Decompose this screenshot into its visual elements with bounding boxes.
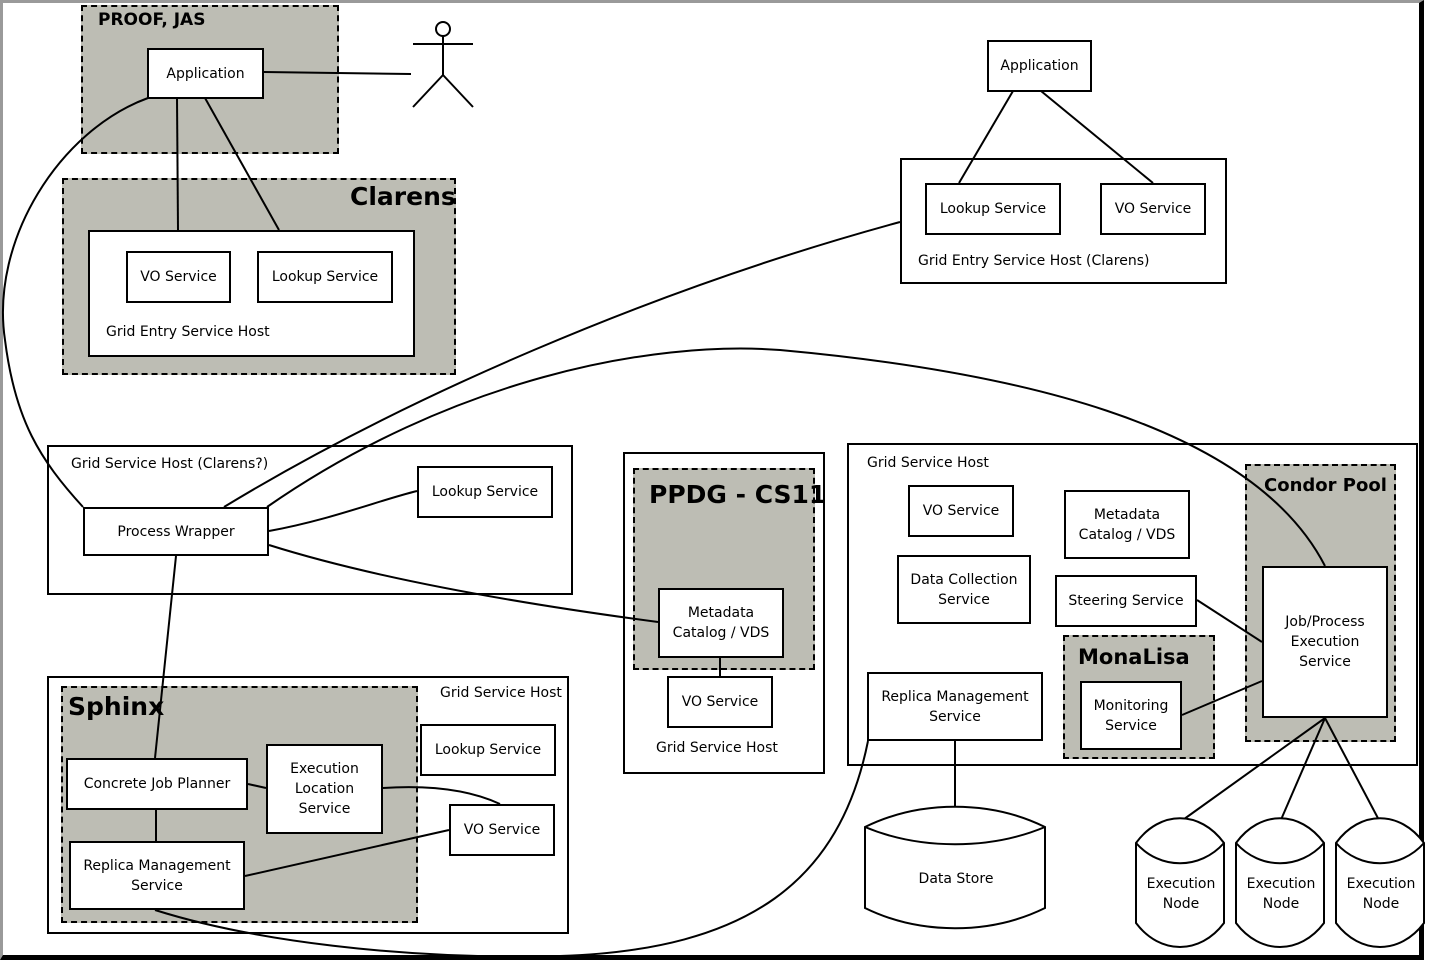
- steering-service[interactable]: Steering Service: [1055, 575, 1197, 627]
- job-node2-link: [1279, 717, 1326, 823]
- replica-replica-curve: [154, 740, 869, 958]
- lookup-service-sphinx[interactable]: Lookup Service: [420, 724, 556, 776]
- user-actor-icon[interactable]: [412, 21, 474, 108]
- wrapper-lookup-link: [268, 490, 418, 532]
- execution-node-label-3: Execution Node: [1346, 876, 1416, 912]
- vo-service-clarens[interactable]: VO Service: [126, 251, 231, 303]
- right-app-vo-link: [1040, 90, 1154, 184]
- replica-management-service-main[interactable]: Replica Management Service: [867, 672, 1043, 741]
- vo-service-ppdg[interactable]: VO Service: [667, 676, 773, 728]
- concrete-job-planner[interactable]: Concrete Job Planner: [66, 758, 248, 810]
- monitoring-job-link: [1181, 680, 1263, 716]
- job-node1-link: [1179, 717, 1326, 823]
- vo-service-main[interactable]: VO Service: [908, 485, 1014, 537]
- metadata-catalog-main[interactable]: Metadata Catalog / VDS: [1064, 490, 1190, 559]
- grid-service-host-main-label: Grid Service Host: [867, 455, 989, 471]
- monitoring-service[interactable]: Monitoring Service: [1080, 681, 1182, 750]
- planner-exec-location-link: [247, 783, 267, 789]
- ppdg-cs11-title: PPDG - CS11: [649, 480, 827, 509]
- execution-node-cylinder-1[interactable]: [1135, 817, 1225, 948]
- application-box-right[interactable]: Application: [987, 40, 1092, 92]
- data-store-cylinder[interactable]: [864, 805, 1046, 930]
- vo-service-sphinx[interactable]: VO Service: [449, 804, 555, 856]
- app-vo-link: [176, 97, 179, 231]
- lookup-service-wrapper[interactable]: Lookup Service: [417, 466, 553, 518]
- execution-node-label-2: Execution Node: [1246, 876, 1316, 912]
- app-lookup-link: [204, 97, 280, 231]
- execution-node-cylinder-3[interactable]: [1335, 817, 1425, 948]
- execution-node-label-1: Execution Node: [1146, 876, 1216, 912]
- execution-location-service[interactable]: Execution Location Service: [266, 744, 383, 834]
- grid-entry-host-clarens-label: Grid Entry Service Host (Clarens): [918, 253, 1150, 269]
- job-process-execution-service[interactable]: Job/Process Execution Service: [1262, 566, 1388, 718]
- proof-jas-package: [81, 5, 339, 154]
- wrapper-metadata-link: [268, 544, 659, 623]
- execution-node-cylinder-2[interactable]: [1235, 817, 1325, 948]
- monalisa-title: MonaLisa: [1078, 645, 1190, 669]
- sphinx-title: Sphinx: [68, 692, 165, 721]
- data-store-label: Data Store: [918, 871, 994, 887]
- wrapper-job-curve: [266, 347, 1326, 567]
- job-node3-link: [1324, 717, 1381, 823]
- grid-service-host-ppdg-label: Grid Service Host: [656, 740, 778, 756]
- app-process-wrapper-curve: [2, 97, 149, 508]
- vo-service-right[interactable]: VO Service: [1100, 183, 1206, 235]
- steering-job-link: [1196, 599, 1263, 643]
- replica-management-service-sphinx[interactable]: Replica Management Service: [69, 841, 245, 910]
- app-actor-link: [263, 71, 412, 75]
- actor-head: [435, 21, 451, 37]
- actor-right-leg: [442, 74, 474, 108]
- metadata-catalog-ppdg[interactable]: Metadata Catalog / VDS: [658, 588, 784, 658]
- lookup-service-right[interactable]: Lookup Service: [925, 183, 1061, 235]
- grid-entry-host-label: Grid Entry Service Host: [106, 324, 270, 340]
- condor-pool-title: Condor Pool: [1264, 475, 1387, 496]
- process-wrapper[interactable]: Process Wrapper: [83, 507, 269, 556]
- actor-left-leg: [412, 74, 444, 108]
- proof-jas-title: PROOF, JAS: [98, 10, 206, 30]
- replica-vo-link: [244, 829, 450, 877]
- grid-service-host-clarens-label: Grid Service Host (Clarens?): [71, 456, 269, 472]
- right-app-lookup-link: [958, 90, 1014, 184]
- exec-location-vo-link: [382, 786, 501, 805]
- clarens-title: Clarens: [350, 182, 456, 211]
- grid-service-host-sphinx-label: Grid Service Host: [440, 685, 562, 701]
- wrapper-planner-link: [154, 555, 177, 759]
- wrapper-entry-curve: [223, 221, 901, 508]
- lookup-service-clarens[interactable]: Lookup Service: [257, 251, 393, 303]
- data-collection-service[interactable]: Data Collection Service: [897, 555, 1031, 624]
